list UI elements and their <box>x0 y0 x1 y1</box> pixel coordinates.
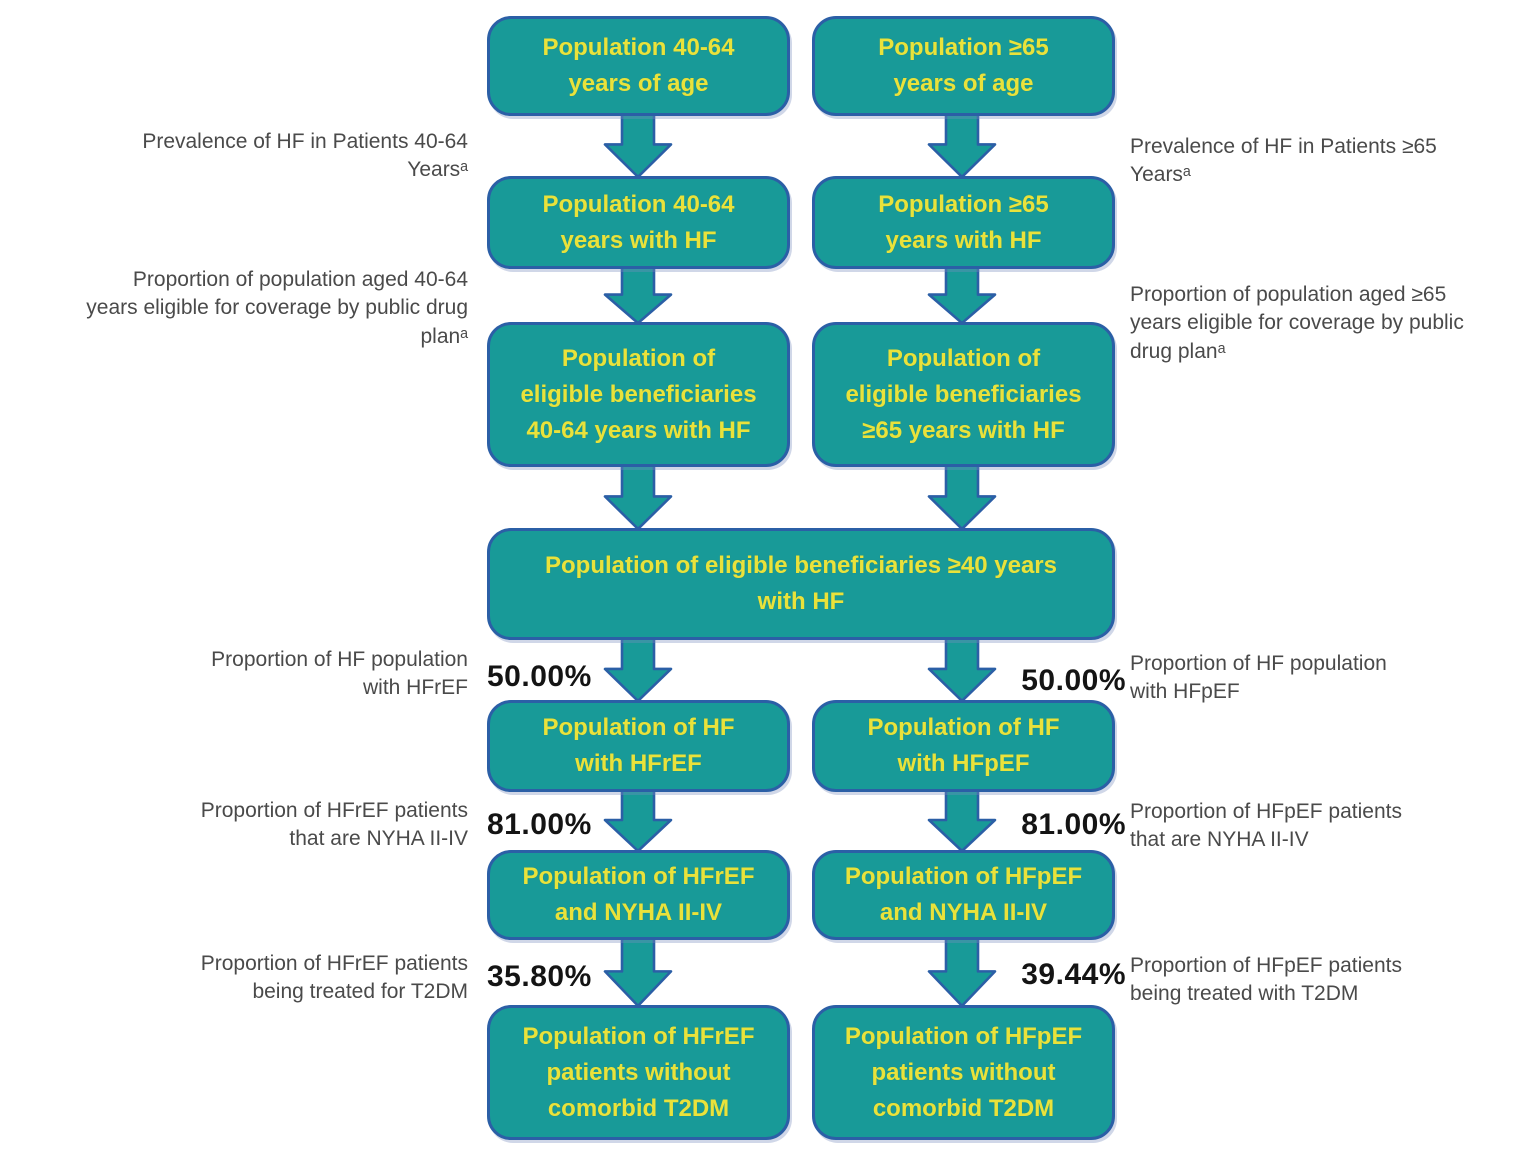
box-label: Population of HFpEF and NYHA II-IV <box>844 863 1083 926</box>
note-prevalence-40-64: Prevalence of HF in Patients 40-64 Years… <box>142 130 468 182</box>
box-hf-hfref: Population of HF with HFrEF <box>487 700 790 792</box>
box-label: Population 40-64 years of age <box>542 34 735 97</box>
box-population-40-64-hf: Population 40-64 years with HF <box>487 176 790 269</box>
note-hfref-proportion: Proportion of HF population with HFrEF <box>211 648 468 700</box>
down-arrow-icon <box>603 267 673 324</box>
note-drug-plan-40-64: Proportion of population aged 40-64 year… <box>86 268 468 348</box>
box-label: Population of eligible beneficiaries 40-… <box>520 344 757 444</box>
note-drug-plan-65: Proportion of population aged ≥65 years … <box>1130 283 1464 363</box>
box-hfpef-nyha: Population of HFpEF and NYHA II-IV <box>812 850 1115 940</box>
box-label: Population 40-64 years with HF <box>542 190 735 254</box>
box-label: Population of eligible beneficiaries ≥40… <box>544 552 1057 615</box>
note-hfref-nyha: Proportion of HFrEF patients that are NY… <box>200 799 468 851</box>
down-arrow-icon <box>603 113 673 178</box>
box-label: Population of eligible beneficiaries ≥65… <box>845 344 1082 444</box>
box-label: Population of HFrEF and NYHA II-IV <box>522 863 755 926</box>
percent-hfpef-split: 50.00% <box>1021 664 1126 697</box>
down-arrow-icon <box>927 113 997 178</box>
box-label: Population ≥65 years with HF <box>878 190 1049 254</box>
down-arrow-icon <box>927 638 997 702</box>
down-arrow-icon <box>603 638 673 702</box>
box-hf-hfpef: Population of HF with HFpEF <box>812 700 1115 792</box>
box-hfref-nyha: Population of HFrEF and NYHA II-IV <box>487 850 790 940</box>
note-hfpef-nyha: Proportion of HFpEF patients that are NY… <box>1130 800 1402 852</box>
box-beneficiaries-65-hf: Population of eligible beneficiaries ≥65… <box>812 322 1115 467</box>
down-arrow-icon <box>603 465 673 530</box>
percent-hfref-nyha: 81.00% <box>487 808 592 841</box>
down-arrow-icon <box>927 938 997 1007</box>
note-hfpef-t2dm: Proportion of HFpEF patients being treat… <box>1130 954 1402 1006</box>
note-prevalence-65: Prevalence of HF in Patients ≥65 Yearsᵃ <box>1130 135 1437 187</box>
box-label: Population of HFpEF patients without com… <box>844 1022 1083 1122</box>
down-arrow-icon <box>603 938 673 1007</box>
box-beneficiaries-40-64-hf: Population of eligible beneficiaries 40-… <box>487 322 790 467</box>
box-hfref-no-t2dm: Population of HFrEF patients without com… <box>487 1005 790 1140</box>
percent-hfref-t2dm: 35.80% <box>487 960 592 993</box>
box-beneficiaries-40plus-hf: Population of eligible beneficiaries ≥40… <box>487 528 1115 640</box>
down-arrow-icon <box>927 790 997 852</box>
box-label: Population of HFrEF patients without com… <box>522 1022 755 1122</box>
down-arrow-icon <box>603 790 673 852</box>
percent-hfref-split: 50.00% <box>487 660 592 693</box>
note-hfpef-proportion: Proportion of HF population with HFpEF <box>1130 652 1387 704</box>
percent-hfpef-nyha: 81.00% <box>1021 808 1126 841</box>
box-label: Population ≥65 years of age <box>878 34 1049 97</box>
down-arrow-icon <box>927 267 997 324</box>
box-population-65-hf: Population ≥65 years with HF <box>812 176 1115 269</box>
percent-hfpef-t2dm: 39.44% <box>1021 958 1126 991</box>
note-hfref-t2dm: Proportion of HFrEF patients being treat… <box>200 952 468 1004</box>
box-hfpef-no-t2dm: Population of HFpEF patients without com… <box>812 1005 1115 1140</box>
box-label: Population of HF with HFpEF <box>867 714 1060 777</box>
box-label: Population of HF with HFrEF <box>542 714 735 777</box>
down-arrow-icon <box>927 465 997 530</box>
box-population-40-64-age: Population 40-64 years of age <box>487 16 790 116</box>
box-population-65-age: Population ≥65 years of age <box>812 16 1115 116</box>
